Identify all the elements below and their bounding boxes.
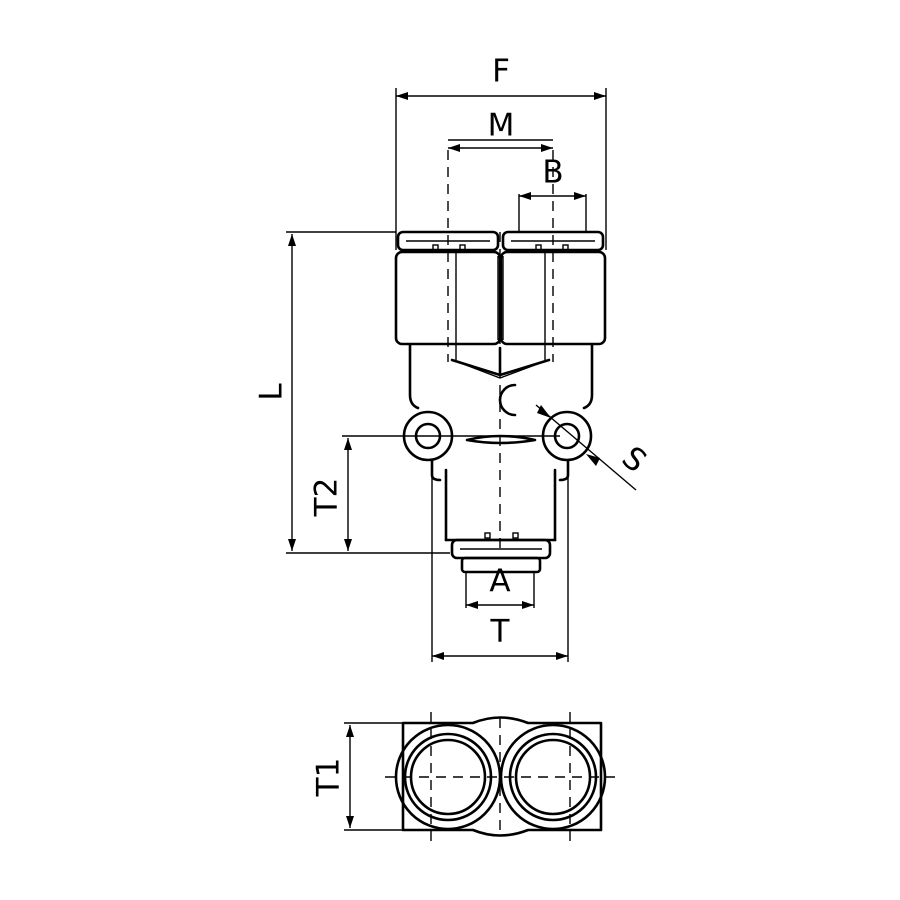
dimension-T2: T2	[309, 435, 560, 551]
label-A: A	[489, 564, 510, 600]
bottom-collet	[450, 532, 552, 574]
label-T1: T1	[311, 758, 347, 798]
dimension-F: F	[395, 54, 607, 250]
dimension-B: B	[518, 155, 587, 232]
upper-bodies	[394, 250, 607, 346]
label-M: M	[488, 108, 515, 144]
bottom-port-right	[499, 723, 607, 831]
label-F: F	[492, 54, 510, 90]
label-S: S	[615, 440, 653, 480]
bottom-view	[385, 712, 615, 842]
label-B: B	[542, 155, 563, 191]
label-T: T	[490, 614, 511, 650]
dimension-T: T	[431, 460, 569, 662]
label-T2: T2	[309, 478, 345, 518]
dimension-M: M	[448, 108, 553, 152]
front-view	[394, 150, 607, 574]
dimension-S: S	[535, 404, 653, 491]
dimension-T1: T1	[311, 722, 403, 831]
dimension-L: L	[254, 231, 450, 554]
dimension-A: A	[465, 564, 535, 609]
label-L: L	[254, 383, 290, 401]
